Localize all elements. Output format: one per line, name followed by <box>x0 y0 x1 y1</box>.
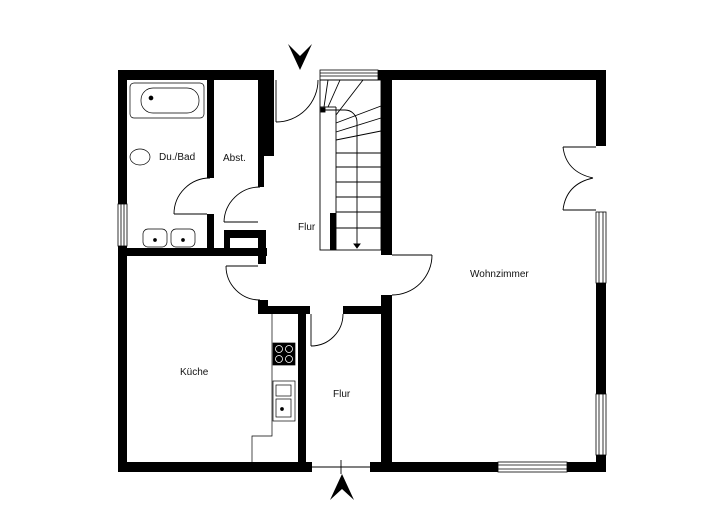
wall <box>596 70 606 146</box>
entrance-arrow-up-icon <box>330 474 354 500</box>
bath-fixtures <box>129 82 205 248</box>
wall <box>207 214 214 248</box>
staircase <box>319 79 382 251</box>
wall <box>378 70 606 80</box>
wall <box>258 80 264 187</box>
kitchen-sink <box>272 380 296 422</box>
bathtub <box>129 82 205 119</box>
entrance-arrow-down-icon <box>288 44 312 70</box>
window <box>117 203 128 247</box>
room-label-hall-lower: Flur <box>333 389 351 400</box>
wall <box>330 213 336 250</box>
toilet <box>129 148 151 166</box>
window <box>319 69 379 81</box>
stove <box>272 342 296 366</box>
wall <box>224 230 264 238</box>
wall <box>127 248 267 256</box>
room-label-wc: Abst. <box>223 153 246 164</box>
wall <box>264 70 274 156</box>
wall <box>118 70 274 80</box>
sink <box>142 228 168 248</box>
walls <box>118 70 606 472</box>
window <box>497 461 568 473</box>
room-label-living: Wohnzimmer <box>470 269 529 280</box>
wall <box>343 306 391 314</box>
wall <box>381 80 392 255</box>
wall <box>118 462 312 472</box>
wall <box>258 306 310 314</box>
wall <box>596 283 606 394</box>
wall <box>207 80 214 178</box>
window <box>595 393 607 456</box>
doors <box>173 79 596 474</box>
wall <box>370 462 498 472</box>
room-label-kitchen: Küche <box>180 367 209 378</box>
wall <box>224 230 230 256</box>
windows <box>117 69 607 473</box>
room-label-hall-upper: Flur <box>298 222 316 233</box>
room-label-bath: Du./Bad <box>159 152 196 163</box>
window <box>595 211 607 284</box>
wall <box>567 462 606 472</box>
wall <box>258 230 266 264</box>
wall <box>381 295 392 472</box>
wall <box>118 70 127 204</box>
wall <box>118 246 127 472</box>
wall <box>298 314 306 472</box>
sink <box>170 228 196 248</box>
kitchen-fixtures <box>251 314 296 462</box>
